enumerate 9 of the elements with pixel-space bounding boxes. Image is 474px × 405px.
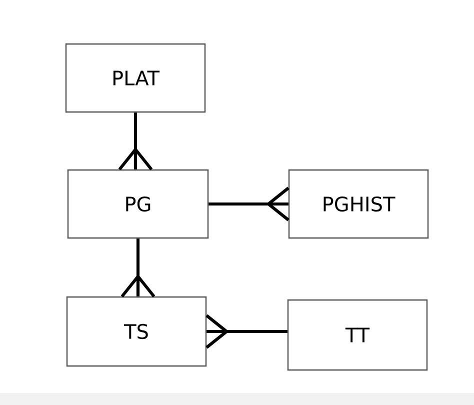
relationship-line <box>208 186 290 222</box>
relationship-line <box>205 314 288 350</box>
relationship-line <box>118 112 154 171</box>
entity-box: TS <box>66 296 207 367</box>
entity-box: TT <box>287 299 428 371</box>
entity-box: PG <box>67 169 209 239</box>
relationship-line <box>120 238 156 298</box>
entity-box: PGHIST <box>288 169 429 239</box>
entity-box: PLAT <box>65 43 206 113</box>
